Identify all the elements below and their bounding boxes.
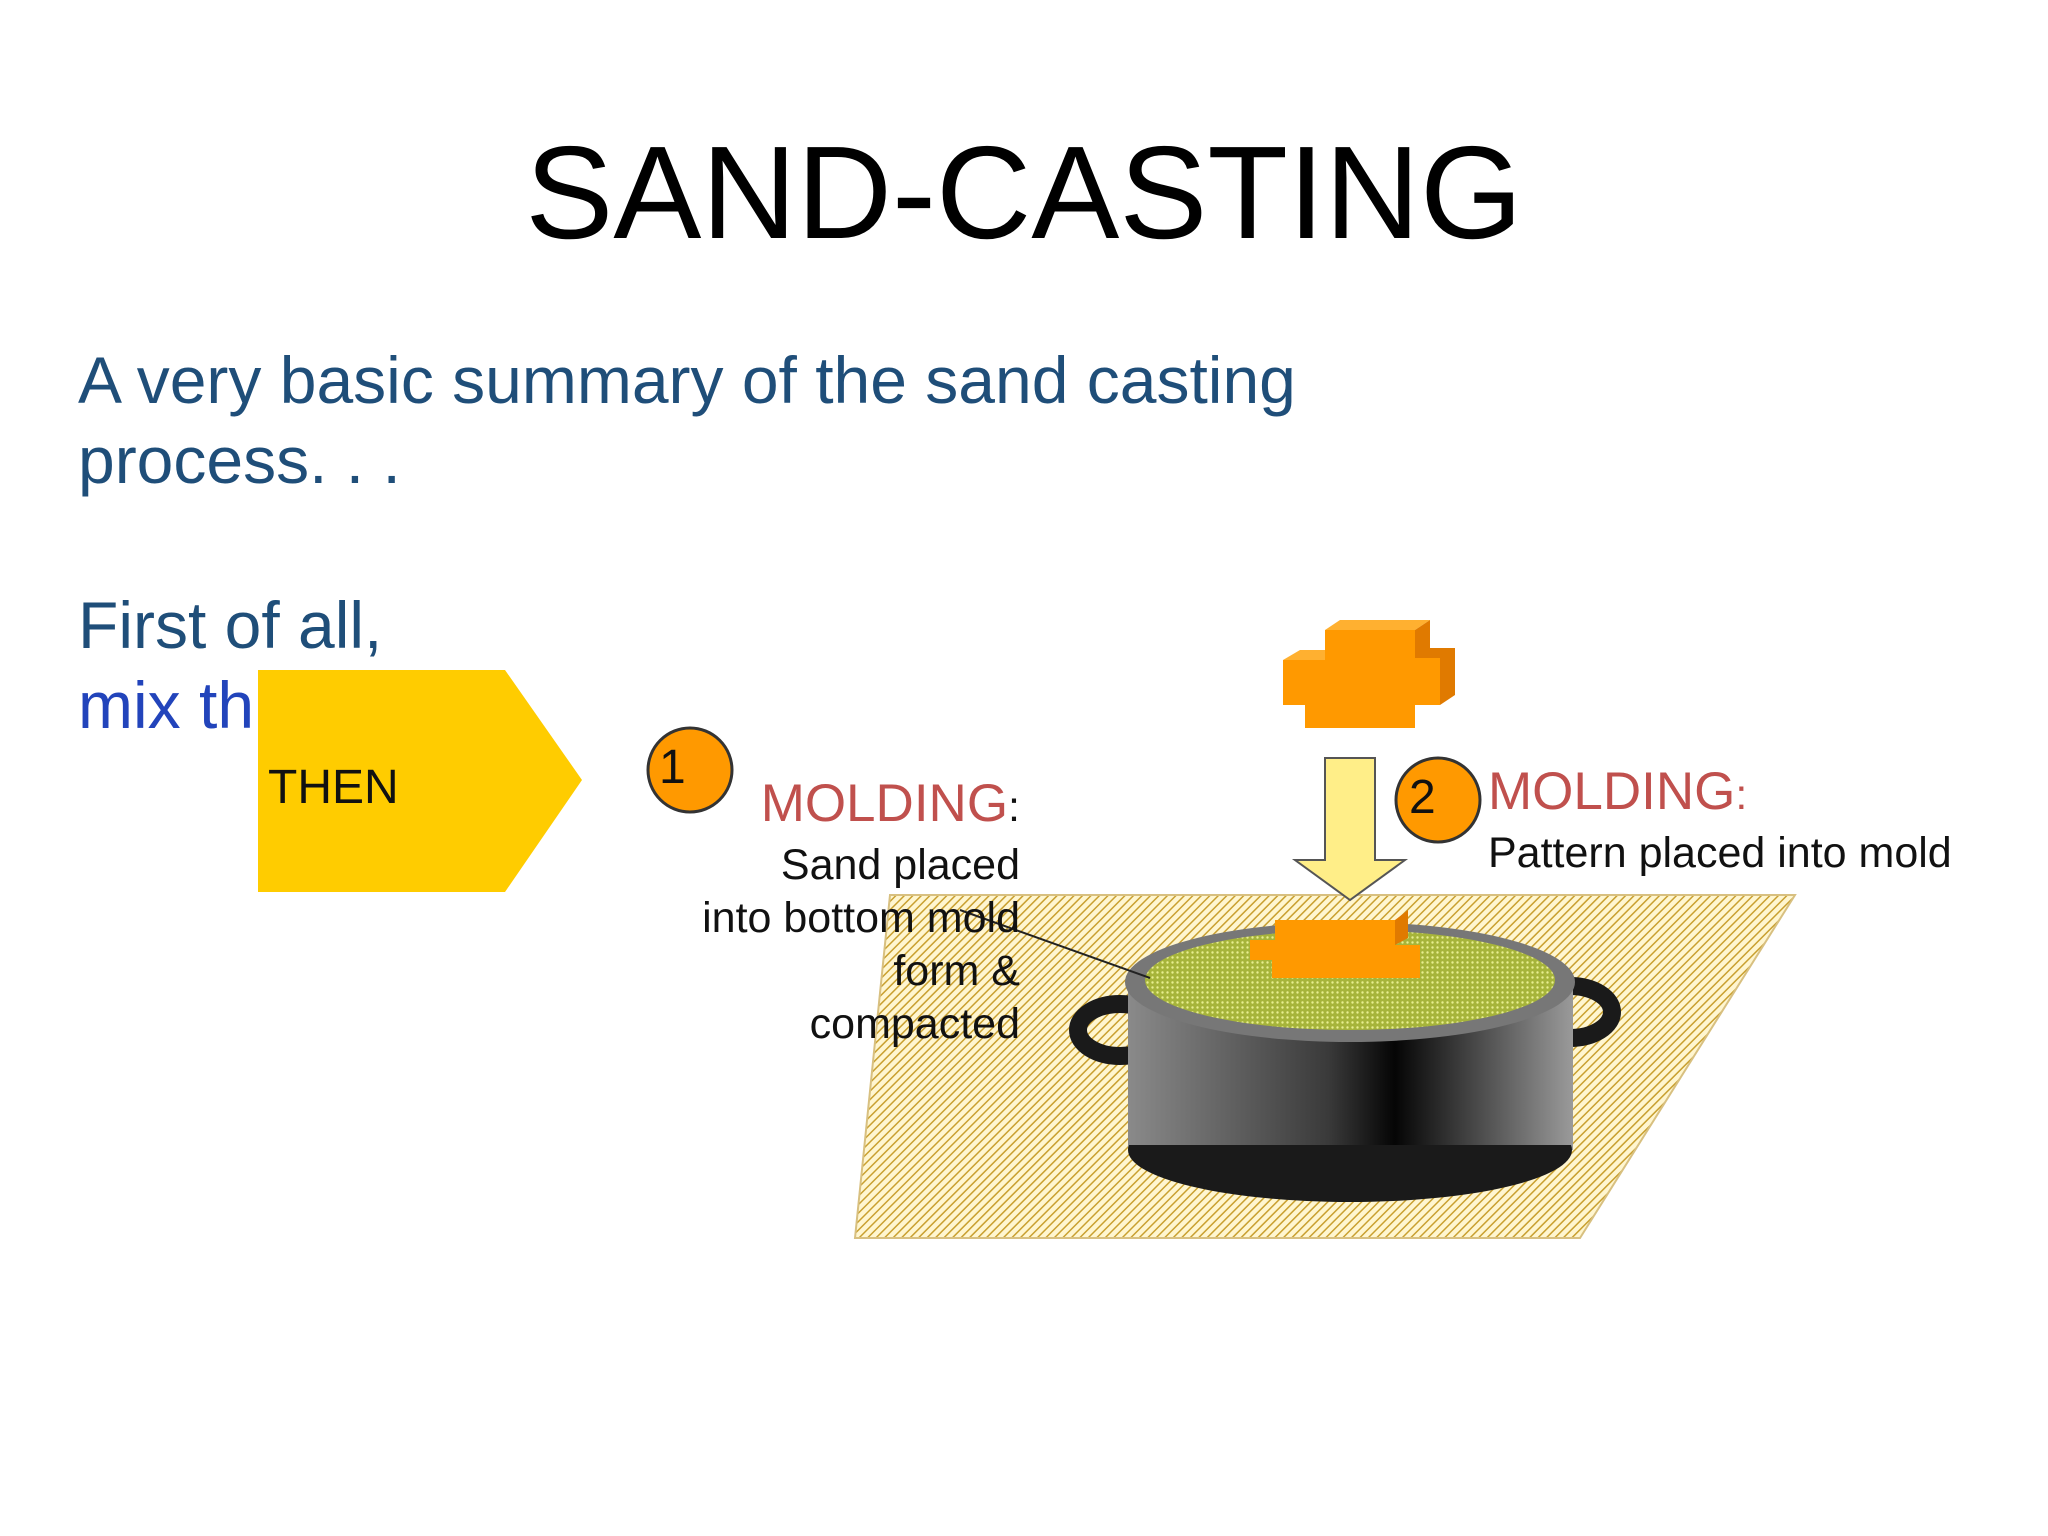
then-chevron-arrow — [258, 670, 582, 892]
step-1-badge — [646, 726, 734, 814]
pattern-in-mold-shade — [1395, 910, 1408, 945]
step-1-colon: : — [1008, 783, 1020, 831]
then-label: THEN — [268, 761, 399, 814]
step-2-number: 2 — [1409, 771, 1436, 824]
step-1-leader-line — [959, 909, 1151, 979]
step-2-line-1: Pattern placed into mold — [1488, 829, 1952, 877]
down-arrow-icon — [1291, 757, 1409, 902]
step-1-line-2: into bottom mold — [702, 894, 1020, 942]
step-1-label: MOLDING: Sand placed into bottom mold fo… — [600, 772, 1020, 1051]
step-2-label: MOLDING: Pattern placed into mold — [1488, 760, 2028, 880]
slide-title: SAND-CASTING — [525, 119, 1523, 266]
step-2-colon: : — [1735, 771, 1748, 819]
step-1-line-1: Sand placed — [780, 841, 1020, 889]
step-1-line-3: form & — [893, 947, 1020, 995]
slide-subtitle: A very basic summary of the sand casting… — [78, 343, 1296, 497]
step-1-number: 1 — [659, 741, 686, 794]
first-of-all-text: First of all, — [78, 588, 383, 662]
step-2-title: MOLDING — [1488, 762, 1736, 821]
pattern-in-mold — [1250, 920, 1420, 978]
step-1-line-4: compacted — [809, 1000, 1020, 1048]
pattern-block-icon — [1283, 620, 1455, 728]
step-2-badge — [1394, 756, 1482, 844]
mold-flask-icon — [1125, 922, 1575, 1202]
step-1-title: MOLDING — [760, 774, 1009, 833]
mix-text: mix th — [78, 668, 255, 742]
